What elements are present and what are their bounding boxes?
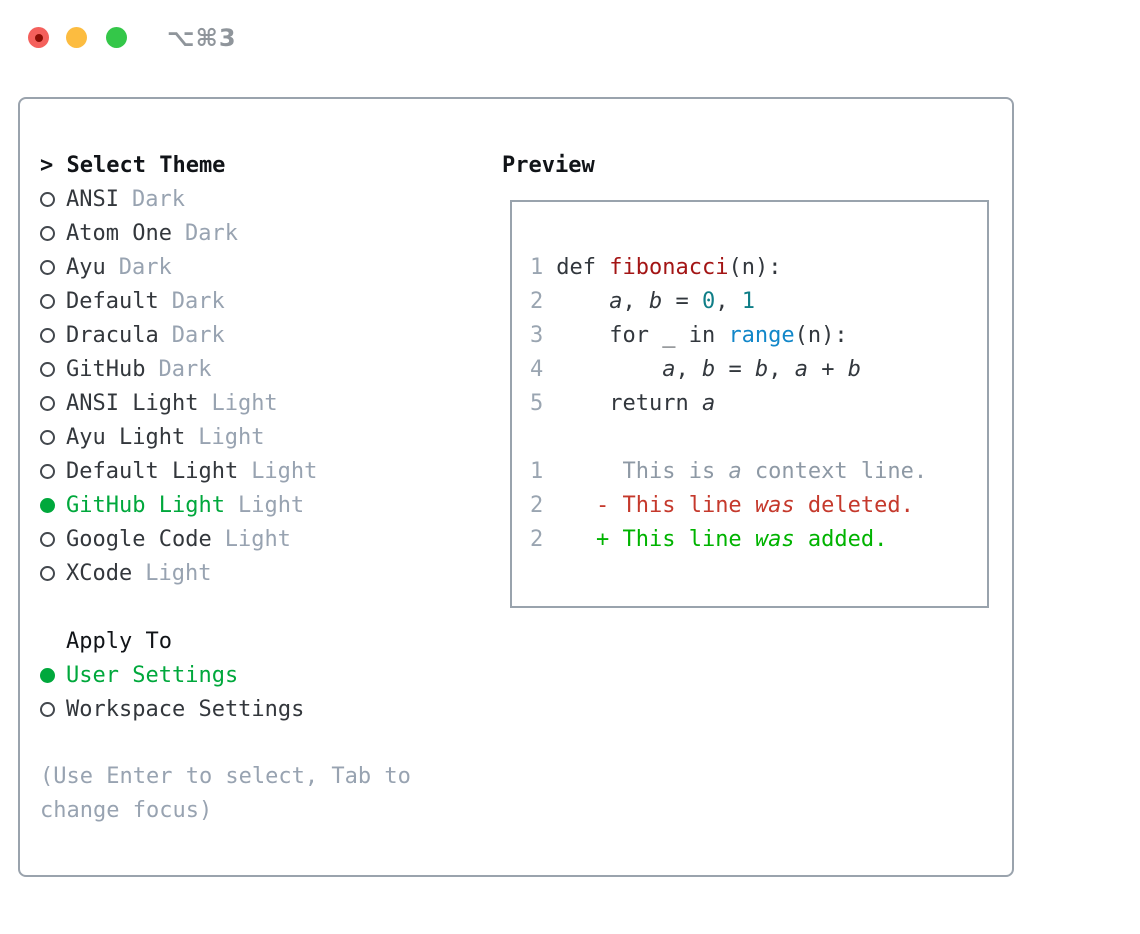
line-number: 2 bbox=[530, 526, 544, 552]
code-line: 2 + This line was added. bbox=[530, 522, 987, 556]
close-button[interactable] bbox=[28, 27, 49, 48]
theme-variant-label: Dark bbox=[171, 322, 225, 348]
theme-variant-label: Light bbox=[251, 458, 318, 484]
code-line bbox=[530, 420, 987, 454]
theme-option-default[interactable]: Default Dark bbox=[40, 284, 480, 318]
radio-icon bbox=[40, 429, 66, 445]
theme-option-github[interactable]: GitHub Dark bbox=[40, 352, 480, 386]
radio-icon bbox=[40, 327, 66, 343]
window-shortcut-label: ⌥⌘3 bbox=[167, 24, 237, 52]
theme-variant-label: Dark bbox=[171, 288, 225, 314]
minimize-button[interactable] bbox=[66, 27, 87, 48]
line-content: This is a context line. bbox=[556, 458, 928, 484]
theme-option-atom-one[interactable]: Atom One Dark bbox=[40, 216, 480, 250]
theme-variant-label: Dark bbox=[158, 356, 212, 382]
radio-icon bbox=[40, 225, 66, 241]
option-label: ANSI bbox=[66, 186, 119, 212]
radio-icon bbox=[40, 395, 66, 411]
select-theme-header: > Select Theme bbox=[40, 152, 226, 178]
option-label: XCode bbox=[66, 560, 133, 586]
code-line: 1 This is a context line. bbox=[530, 454, 987, 488]
theme-option-ayu-light[interactable]: Ayu Light Light bbox=[40, 420, 480, 454]
option-label: Default bbox=[66, 288, 159, 314]
option-label: Atom One bbox=[66, 220, 172, 246]
line-content: a, b = 0, 1 bbox=[609, 288, 755, 314]
radio-icon bbox=[40, 531, 66, 547]
close-dot-icon bbox=[34, 33, 43, 42]
theme-option-xcode[interactable]: XCode Light bbox=[40, 556, 480, 590]
theme-variant-label: Dark bbox=[131, 186, 185, 212]
line-number: 2 bbox=[530, 288, 544, 314]
selected-radio-icon bbox=[40, 667, 66, 683]
line-content: - This line was deleted. bbox=[556, 492, 914, 518]
code-line: 2 a, b = 0, 1 bbox=[530, 284, 987, 318]
radio-icon bbox=[40, 259, 66, 275]
radio-icon bbox=[40, 361, 66, 377]
line-content: a, b = b, a + b bbox=[662, 356, 861, 382]
theme-option-dracula[interactable]: Dracula Dark bbox=[40, 318, 480, 352]
theme-variant-label: Light bbox=[198, 424, 265, 450]
spacer bbox=[40, 590, 480, 624]
theme-variant-label: Light bbox=[211, 390, 278, 416]
option-label: Default Light bbox=[66, 458, 239, 484]
code-line: 1 def fibonacci(n): bbox=[530, 250, 987, 284]
line-content: for _ in range(n): bbox=[556, 322, 848, 348]
code-line: 3 for _ in range(n): bbox=[530, 318, 987, 352]
line-number: 3 bbox=[530, 322, 544, 348]
line-number: 1 bbox=[530, 458, 544, 484]
apply-option-user-settings[interactable]: User Settings bbox=[40, 658, 480, 692]
code-line: 5 return a bbox=[530, 386, 987, 420]
option-label: Ayu Light bbox=[66, 424, 186, 450]
theme-variant-label: Dark bbox=[184, 220, 238, 246]
radio-icon bbox=[40, 293, 66, 309]
theme-variant-label: Light bbox=[224, 526, 291, 552]
option-label: GitHub Light bbox=[66, 492, 225, 518]
line-number: 4 bbox=[530, 356, 544, 382]
line-content: + This line was added. bbox=[556, 526, 888, 552]
option-label: Ayu bbox=[66, 254, 106, 280]
option-label: GitHub bbox=[66, 356, 146, 382]
theme-option-google-code[interactable]: Google Code Light bbox=[40, 522, 480, 556]
apply-to-header: Apply To bbox=[66, 628, 172, 654]
apply-option-workspace-settings[interactable]: Workspace Settings bbox=[40, 692, 480, 726]
theme-option-github-light[interactable]: GitHub Light Light bbox=[40, 488, 480, 522]
spacer bbox=[40, 726, 480, 760]
option-label: Dracula bbox=[66, 322, 159, 348]
code-line: 2 - This line was deleted. bbox=[530, 488, 987, 522]
line-number: 2 bbox=[530, 492, 544, 518]
keyboard-hint: (Use Enter to select, Tab to change focu… bbox=[40, 764, 411, 823]
radio-icon bbox=[40, 701, 66, 717]
line-number: 5 bbox=[530, 390, 544, 416]
option-label: ANSI Light bbox=[66, 390, 199, 416]
theme-variant-label: Light bbox=[145, 560, 212, 586]
line-content: def fibonacci(n): bbox=[556, 254, 782, 280]
option-label: Workspace Settings bbox=[66, 696, 305, 722]
radio-icon bbox=[40, 463, 66, 479]
preview-header: Preview bbox=[502, 152, 595, 178]
theme-option-ansi[interactable]: ANSI Dark bbox=[40, 182, 480, 216]
theme-option-ayu[interactable]: Ayu Dark bbox=[40, 250, 480, 284]
selected-radio-icon bbox=[40, 497, 66, 513]
zoom-button[interactable] bbox=[106, 27, 127, 48]
theme-option-default-light[interactable]: Default Light Light bbox=[40, 454, 480, 488]
theme-option-ansi-light[interactable]: ANSI Light Light bbox=[40, 386, 480, 420]
radio-icon bbox=[40, 191, 66, 207]
option-label: Google Code bbox=[66, 526, 212, 552]
radio-icon bbox=[40, 565, 66, 581]
line-number: 1 bbox=[530, 254, 544, 280]
line-content: return a bbox=[556, 390, 716, 416]
theme-variant-label: Light bbox=[237, 492, 305, 518]
option-label: User Settings bbox=[66, 662, 239, 688]
titlebar: ⌥⌘3 bbox=[0, 0, 1140, 74]
theme-variant-label: Dark bbox=[118, 254, 172, 280]
code-line: 4 a, b = b, a + b bbox=[530, 352, 987, 386]
